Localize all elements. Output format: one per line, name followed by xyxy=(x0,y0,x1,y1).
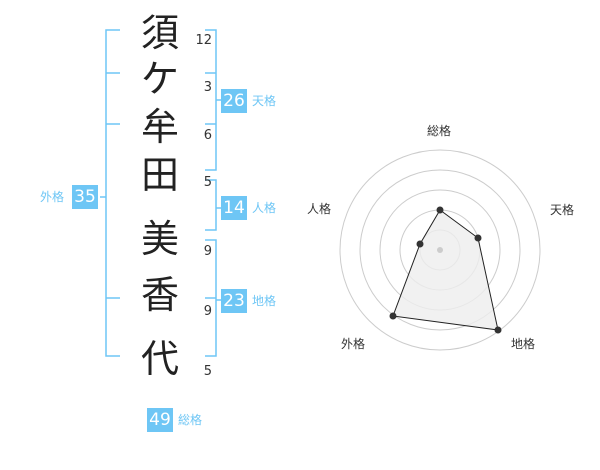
soukaku-label: 総格 xyxy=(178,413,203,427)
radar-point-chikaku xyxy=(494,326,502,334)
radar-polygon xyxy=(392,209,499,331)
stroke-count-6: 9 xyxy=(203,304,212,319)
radar-point-gaikaku xyxy=(389,312,397,320)
name-char-7: 代 xyxy=(140,337,179,381)
radar-label-soukaku: 総格 xyxy=(427,124,452,138)
radar-points xyxy=(389,206,502,334)
name-char-6: 香 xyxy=(140,273,179,317)
stroke-count-1: 12 xyxy=(195,33,212,48)
stroke-count-5: 9 xyxy=(203,244,212,259)
radar-label-chikaku: 地格 xyxy=(511,337,536,351)
radar-point-jinkaku xyxy=(416,240,424,248)
jinkaku-label: 人格 xyxy=(252,201,277,215)
name-char-3: 牟 xyxy=(140,105,179,149)
tenkaku-label: 天格 xyxy=(252,94,277,108)
stroke-count-3: 6 xyxy=(203,128,212,143)
radar-label-jinkaku: 人格 xyxy=(307,202,332,216)
chikaku-label: 地格 xyxy=(252,294,277,308)
tenkaku-badge: 26 xyxy=(221,89,247,113)
radar-point-tenkaku xyxy=(474,234,482,242)
radar-point-soukaku xyxy=(436,206,444,214)
jinkaku-badge: 14 xyxy=(221,196,247,220)
stroke-count-4: 5 xyxy=(203,175,212,190)
stroke-count-7: 5 xyxy=(203,364,212,379)
radar-center xyxy=(437,247,443,253)
radar-label-gaikaku: 外格 xyxy=(341,337,366,351)
stroke-count-2: 3 xyxy=(203,80,212,95)
radar-label-tenkaku: 天格 xyxy=(550,203,575,217)
gaikaku-label: 外格 xyxy=(40,190,65,204)
gaikaku-badge: 35 xyxy=(72,185,98,209)
soukaku-badge: 49 xyxy=(147,408,173,432)
name-char-1: 須 xyxy=(140,11,179,55)
chikaku-badge: 23 xyxy=(221,289,247,313)
name-char-4: 田 xyxy=(140,153,179,197)
name-char-2: ケ xyxy=(140,57,179,101)
name-char-5: 美 xyxy=(140,217,179,261)
